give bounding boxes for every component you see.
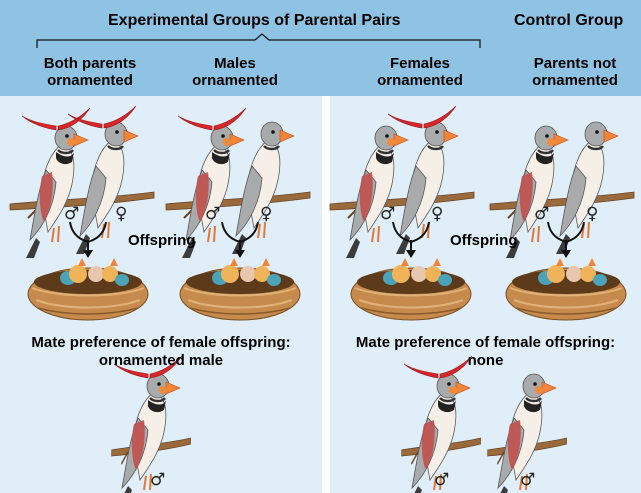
- nest-4: [506, 258, 626, 320]
- male-symbol: ♂: [534, 204, 549, 224]
- male-symbol: ♂: [380, 204, 395, 224]
- offspring-label-experimental: Offspring: [128, 232, 196, 249]
- female-symbol: ♀: [431, 204, 443, 224]
- female-symbol: ♀: [586, 204, 598, 224]
- male-symbol: ♂: [520, 470, 535, 490]
- male-symbol: ♂: [150, 470, 165, 490]
- male-symbol: ♂: [64, 204, 79, 224]
- nest-1: [28, 258, 148, 320]
- experimental-bracket: [37, 34, 480, 48]
- right-result-line1: Mate preference of female offspring:: [330, 334, 641, 351]
- right-result-line2: none: [330, 352, 641, 369]
- nest-2: [180, 258, 300, 320]
- cross-arrow-1: [70, 222, 106, 258]
- offspring-label-control: Offspring: [450, 232, 518, 249]
- nest-3: [351, 258, 471, 320]
- female-symbol: ♀: [260, 204, 272, 224]
- male-symbol: ♂: [434, 470, 449, 490]
- female-symbol: ♀: [115, 204, 127, 224]
- left-result-line1: Mate preference of female offspring:: [0, 334, 322, 351]
- male-symbol: ♂: [205, 204, 220, 224]
- left-result-line2: ornamented male: [0, 352, 322, 369]
